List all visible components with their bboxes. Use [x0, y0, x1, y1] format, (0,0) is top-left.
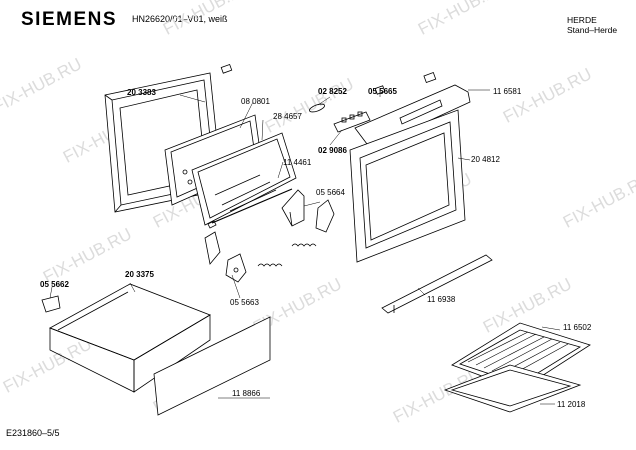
part-number: 20 3375 — [125, 270, 154, 279]
part-number: 11 6581 — [493, 87, 522, 96]
part-number: 28 4657 — [273, 112, 302, 121]
drawer-clip — [41, 295, 61, 313]
seal-ring — [309, 103, 325, 113]
model-number: HN26620/01–V01, weiß — [132, 14, 228, 24]
oven-door — [349, 109, 466, 263]
switch-block — [333, 111, 371, 133]
bracket-strip — [381, 254, 493, 314]
storage-drawer — [49, 283, 271, 416]
hinge-bracket — [281, 189, 305, 227]
part-number: 11 4461 — [283, 158, 312, 167]
hinge — [204, 231, 283, 283]
leader-lines — [49, 88, 561, 405]
part-number: 05 5664 — [316, 188, 345, 197]
part-number: 20 4812 — [471, 155, 500, 164]
part-number: 05 5665 — [368, 87, 397, 96]
part-number: 11 8866 — [232, 389, 261, 398]
clip — [220, 63, 233, 74]
brand-logo: SIEMENS — [21, 9, 118, 30]
part-number: 02 9086 — [318, 146, 347, 155]
inner-glass — [191, 132, 297, 226]
part-number: 11 2018 — [557, 400, 586, 409]
category-title: HERDE — [567, 15, 597, 25]
part-number: 11 6502 — [563, 323, 592, 332]
part-number: 11 6938 — [427, 295, 456, 304]
baking-tray — [443, 364, 582, 413]
part-number: 08 0801 — [241, 97, 270, 106]
document-id: E231860–5/5 — [6, 428, 60, 438]
clip-small — [374, 85, 386, 95]
category-subtitle: Stand–Herde — [567, 25, 618, 35]
part-number: 20 3383 — [127, 88, 156, 97]
spring — [291, 243, 317, 247]
rod — [211, 188, 293, 224]
part-number: 05 5663 — [230, 298, 259, 307]
hinge-right — [315, 199, 335, 233]
part-number: 05 5662 — [40, 280, 69, 289]
rod-end — [207, 220, 217, 229]
part-number: 02 8252 — [318, 87, 347, 96]
